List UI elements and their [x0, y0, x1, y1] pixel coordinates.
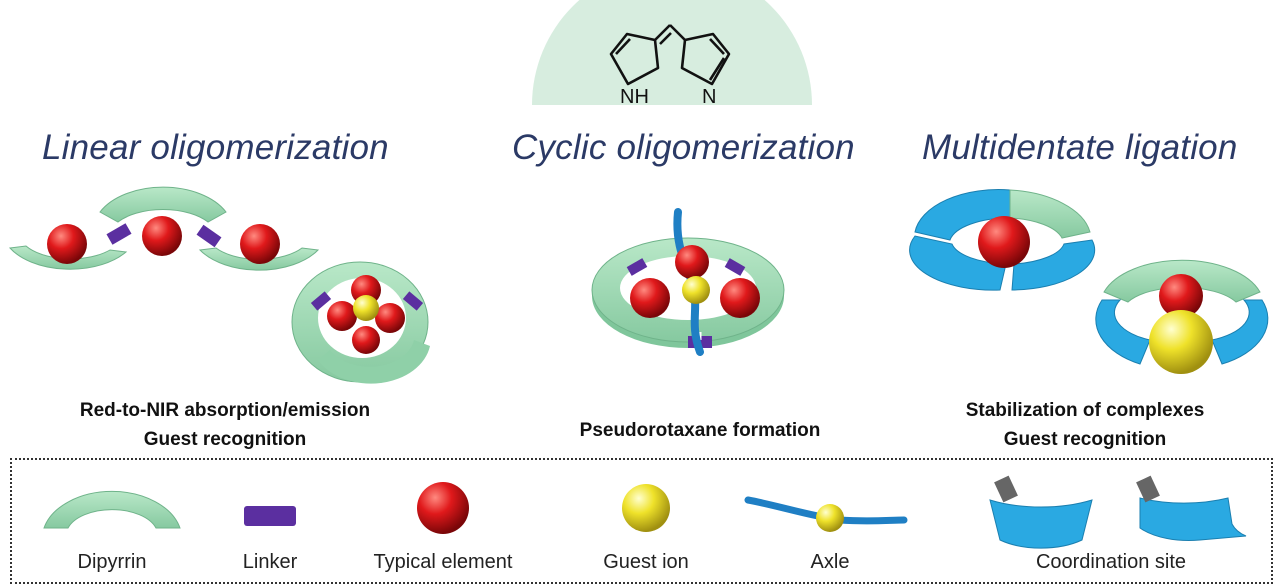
- caption-cyclic: Pseudorotaxane formation: [480, 416, 920, 445]
- heading-multidentate-ligation: Multidentate ligation: [922, 128, 1238, 167]
- legend-label-guest-ion: Guest ion: [603, 551, 689, 573]
- linear-dipyrrin-2: [99, 186, 227, 223]
- legend-guest-icon: [622, 484, 670, 532]
- caption-multi-line1: Stabilization of complexes: [965, 400, 1205, 421]
- linear-element-1: [47, 224, 87, 264]
- legend-label-dipyrrin: Dipyrrin: [77, 551, 147, 573]
- legend-label-axle: Axle: [810, 551, 850, 573]
- atom-label-nh: NH: [620, 86, 649, 108]
- linear-linker-1: [106, 223, 132, 245]
- linear-element-2: [142, 216, 182, 256]
- caption-cyclic-line1: Pseudorotaxane formation: [579, 420, 821, 441]
- linear-helix-complex: [291, 261, 430, 384]
- legend-label-typical-element: Typical element: [373, 551, 513, 573]
- legend-label-coordination-site: Coordination site: [1035, 551, 1187, 573]
- caption-linear: Red-to-NIR absorption/emission Guest rec…: [20, 396, 430, 454]
- legend-dipyrrin-icon: [43, 490, 181, 529]
- legend-label-linker: Linker: [242, 551, 298, 573]
- legend-coordination-icon-2: [1139, 497, 1247, 542]
- linear-dipyrrin-1: [8, 245, 128, 270]
- linear-oligomer-illustration: [8, 186, 430, 384]
- caption-linear-line1: Red-to-NIR absorption/emission: [79, 400, 371, 421]
- linear-linker-2: [196, 224, 222, 248]
- multidentate-illustration: [909, 189, 1269, 374]
- legend-linker-icon: [244, 506, 296, 526]
- caption-multi-line2: Guest recognition: [1003, 429, 1167, 450]
- caption-multidentate: Stabilization of complexes Guest recogni…: [900, 396, 1270, 454]
- dipyrrin-structure: [532, 0, 812, 105]
- core-arc-shape: [532, 0, 812, 105]
- cyclic-oligomer-illustration: [591, 208, 785, 356]
- legend-coordination-icon-1: [989, 499, 1093, 549]
- caption-linear-line2: Guest recognition: [143, 429, 307, 450]
- pyrrole-right-ring: [680, 32, 731, 86]
- legend-element-icon: [417, 482, 469, 534]
- linear-element-3: [240, 224, 280, 264]
- atom-label-n: N: [702, 86, 717, 108]
- pyrrole-left-ring: [609, 32, 660, 86]
- legend-shapes: [43, 475, 1247, 549]
- legend-box: [10, 458, 1273, 584]
- heading-linear-oligomerization: Linear oligomerization: [42, 128, 389, 167]
- heading-cyclic-oligomerization: Cyclic oligomerization: [512, 128, 855, 167]
- linear-dipyrrin-3: [198, 247, 320, 271]
